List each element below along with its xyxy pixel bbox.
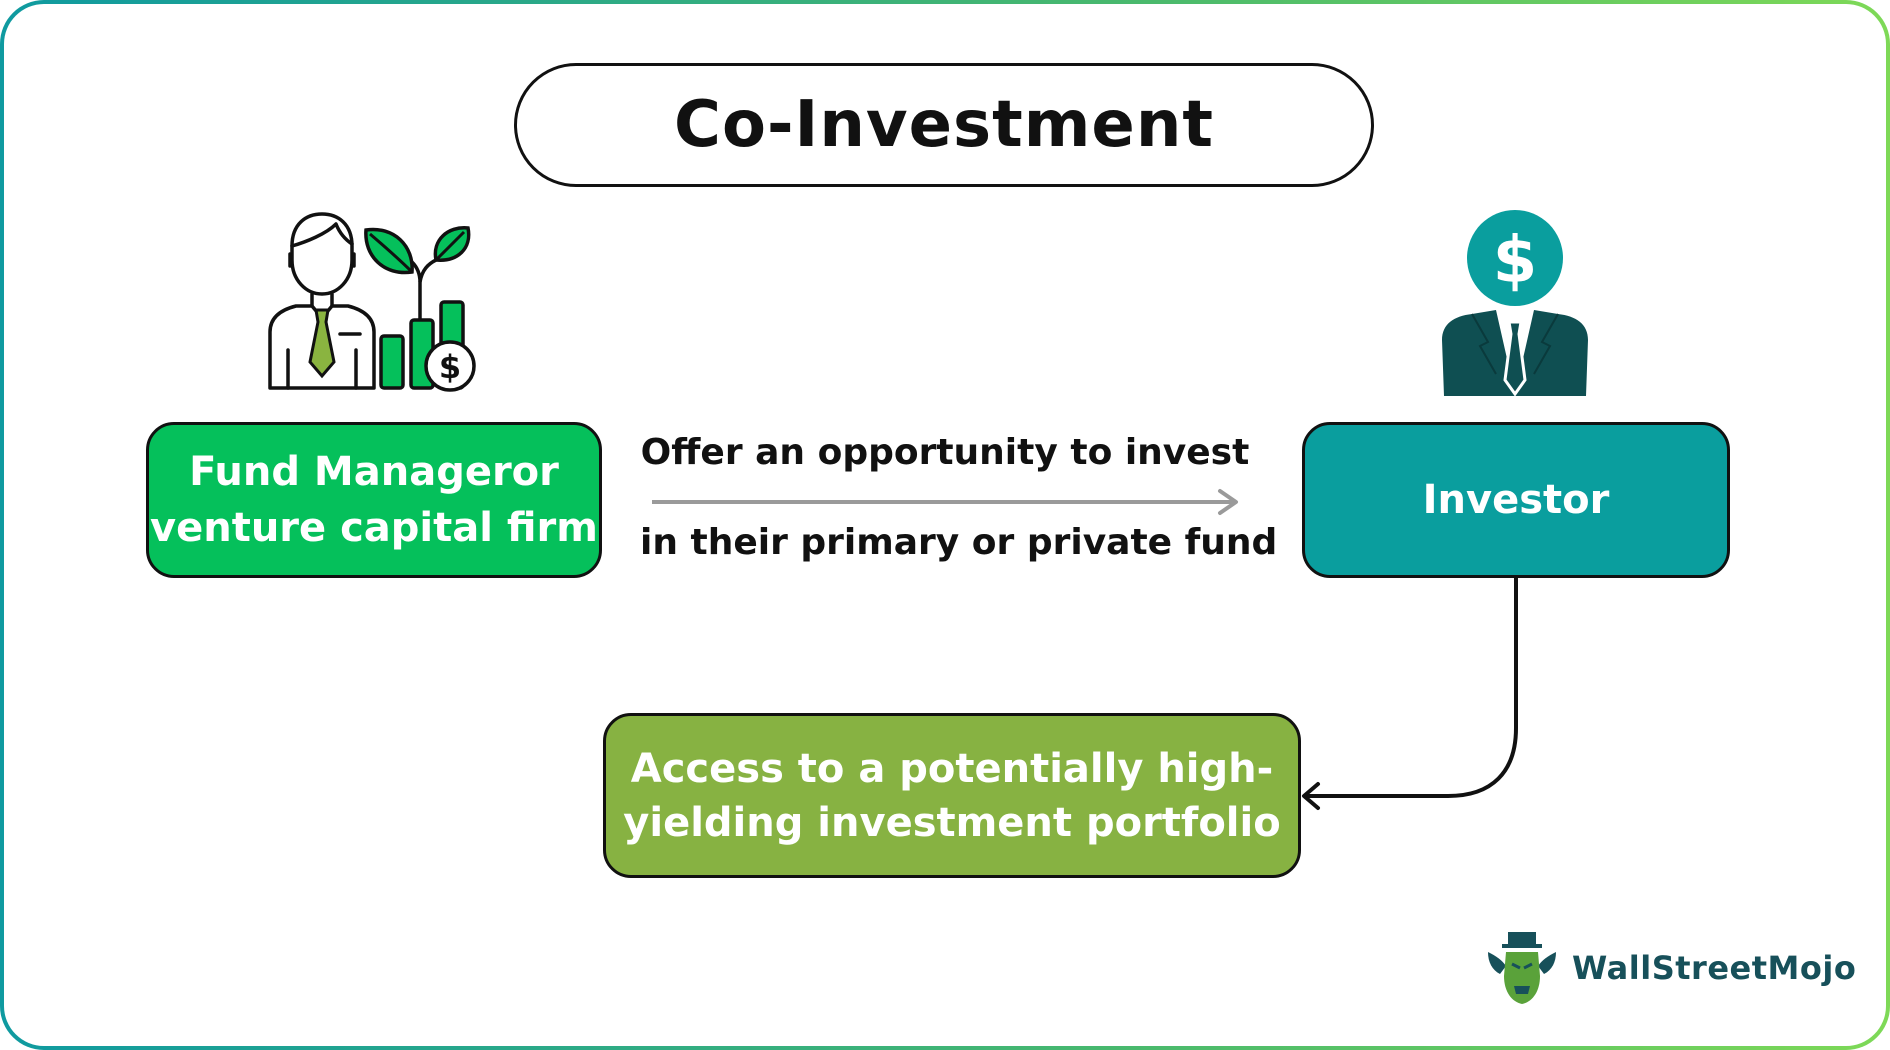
diagram-title-text: Co-Investment [674,88,1214,162]
fund-manager-label: Fund Manageror venture capital firm [150,449,598,551]
offer-text-line1: Offer an opportunity to invest [640,432,1250,473]
svg-text:$: $ [439,348,461,386]
access-portfolio-box: Access to a potentially high- yielding i… [603,713,1301,878]
investor-dollar-head-icon: $ [1442,210,1588,396]
offer-text-line2: in their primary or private fund [640,522,1278,563]
investor-label: Investor [1422,477,1610,523]
offer-arrow [652,489,1238,515]
fund-manager-box: Fund Manageror venture capital firm [146,422,602,578]
brand-name: WallStreetMojo [1572,949,1857,987]
diagram-title: Co-Investment [514,63,1374,187]
wallstreetmojo-logo-icon [1488,932,1556,1004]
svg-text:$: $ [1493,224,1538,298]
investor-to-access-arrow [1302,578,1518,810]
brand-logo: WallStreetMojo [1482,930,1856,1006]
manager-growth-icon: $ [268,212,476,392]
access-portfolio-label: Access to a potentially high- yielding i… [623,745,1281,846]
investor-box: Investor [1302,422,1730,578]
